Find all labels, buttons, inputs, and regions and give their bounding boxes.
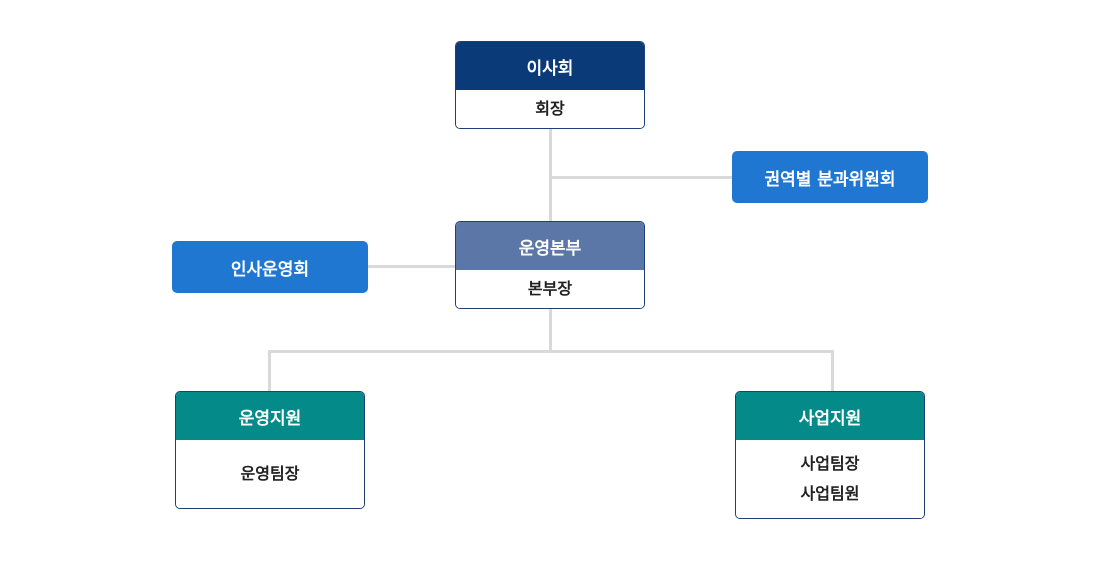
hq-member-area: 본부장 xyxy=(456,270,644,308)
operations-support-title: 운영지원 xyxy=(176,392,364,440)
connector-to-hr-committee xyxy=(368,265,456,268)
board-member: 회장 xyxy=(535,99,565,118)
board-title: 이사회 xyxy=(456,42,644,90)
connector-to-regional-committee xyxy=(551,176,733,179)
hq-member: 본부장 xyxy=(527,279,573,298)
business-support-card: 사업지원 사업팀장 사업팀원 xyxy=(735,391,925,519)
connector-hq-down xyxy=(549,308,552,352)
connector-to-business-support xyxy=(831,350,834,391)
regional-committee-box: 권역별 분과위원회 xyxy=(732,151,928,203)
business-support-member: 사업팀장 xyxy=(800,454,860,473)
board-card: 이사회 회장 xyxy=(455,41,645,129)
operations-support-card: 운영지원 운영팀장 xyxy=(175,391,365,509)
connector-board-to-hq xyxy=(549,128,552,221)
hq-card: 운영본부 본부장 xyxy=(455,221,645,309)
hq-title: 운영본부 xyxy=(456,222,644,270)
business-support-title: 사업지원 xyxy=(736,392,924,440)
connector-to-operations-support xyxy=(268,350,271,391)
business-support-member: 사업팀원 xyxy=(800,484,860,503)
operations-support-members: 운영팀장 xyxy=(176,440,364,508)
hr-committee-box: 인사운영회 xyxy=(172,241,368,293)
connector-horizontal-branch xyxy=(268,350,834,353)
operations-support-member: 운영팀장 xyxy=(240,464,300,483)
business-support-members: 사업팀장 사업팀원 xyxy=(736,440,924,518)
board-member-area: 회장 xyxy=(456,90,644,128)
